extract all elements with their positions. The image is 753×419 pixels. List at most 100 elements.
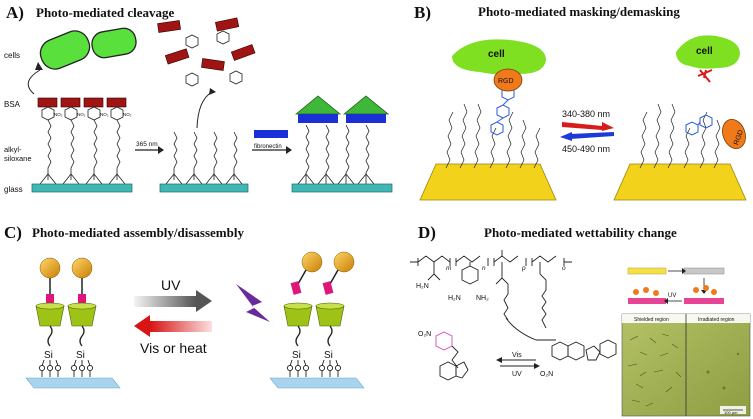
forward-arrowhead [602,122,614,131]
amine-label: NH₂ [476,295,489,302]
fibronectin-block [254,130,288,138]
panel-d-letter: D) [418,223,436,242]
vis-label: Vis or heat [140,340,207,356]
panel-b-letter: B) [414,3,431,22]
protein-layer [294,95,390,123]
amine-label: H₂N [416,283,429,290]
azobenzene-left [490,86,515,136]
cell-label: cell [696,46,713,57]
glass-slide [159,183,249,193]
rgd-label: RGD [733,129,745,146]
vis-arrowhead [134,315,150,337]
cell-label: cell [488,49,505,60]
spiropyran-form [551,339,617,361]
scale-label: 100 μm [724,410,738,415]
panel-d-title: Photo-mediated wettability change [484,225,677,240]
no2-label: NO₂ [77,112,86,117]
process-schematic [627,267,725,304]
bsa-row [37,97,127,108]
si-label: Si [292,350,301,361]
subscript-p: p [521,265,526,272]
forward-arrow [562,122,602,130]
disassembled-complexes [283,251,355,347]
azobenzene-right [685,114,713,136]
polymer-structure [410,250,572,341]
reverse-wavelength: 450-490 nm [562,144,610,154]
siloxane-anchors [38,359,94,377]
shielded-label: Shielded region [634,317,669,323]
si-label: Si [44,350,53,361]
substrate-surface [269,377,365,389]
bsa-label: BSA [4,100,21,109]
panel-c: C) Photo-mediated assembly/disassembly S… [4,223,365,389]
glass-label: glass [4,185,23,194]
panel-a-title: Photo-mediated cleavage [36,5,175,20]
alkyl-label: alkyl- [4,145,22,154]
cell-shape [452,39,546,75]
vis-arrow [150,321,212,332]
attached-chains [297,124,375,185]
no2-label: NO₂ [54,112,63,117]
released-fragments [157,17,256,87]
forward-wavelength: 340-380 nm [562,109,610,119]
reverse-arrow [570,132,614,139]
cell-shape [39,30,91,70]
siloxane-label: siloxane [4,154,32,163]
fibronectin-label: fibronectin [254,144,282,150]
detach-arrow [27,69,41,95]
cell-shape [91,27,137,59]
no2-label: NO₂ [123,112,132,117]
detach-arrowhead [35,62,43,70]
rgd-peptide [722,119,746,149]
cells-label: cells [4,51,20,60]
subscript-o: o [562,265,566,272]
panel-c-letter: C) [4,223,22,242]
amine-label: H₂N [448,295,461,302]
panel-b-title: Photo-mediated masking/demasking [478,4,680,19]
subscript-m: m [446,265,452,272]
irradiated-label: Irradiated region [698,317,735,323]
adhered-cells [627,333,682,407]
panel-c-title: Photo-mediated assembly/disassembly [32,225,244,240]
rgd-peptide [493,68,523,92]
no2-label: NO₂ [100,112,109,117]
nitro-label: O₂N [540,371,553,378]
gold-substrate [419,163,557,201]
panel-b: B) Photo-mediated masking/demasking cell… [414,3,747,201]
wavelength-label: 365 nm [136,141,158,148]
uv-arrowhead [534,363,540,369]
cell-shape [676,35,740,69]
merocyanine-form [435,331,469,381]
uv-label: UV [512,371,522,378]
sparse-cells [706,352,740,390]
alkyl-chains-left [445,103,541,169]
substrate-surface [25,377,121,389]
rgd-label: RGD [498,78,514,85]
nitrobenzyl-chains [39,106,126,185]
uv-label: UV [668,293,676,299]
glass-slide [291,183,393,193]
blocked-binding-icon [697,69,713,83]
uv-arrow [134,296,196,307]
siloxane-anchors [286,359,342,377]
uv-arrowhead [196,290,212,312]
panel-d: D) Photo-mediated wettability change m n… [410,223,751,417]
subscript-n: n [482,265,486,272]
fibronectin-arrowhead [286,146,292,154]
alkyl-chains-right [639,103,721,169]
uv-label: UV [161,277,181,293]
cleaved-chains [165,131,243,185]
gold-substrate [613,163,747,201]
vis-label: Vis [512,352,522,359]
vis-arrowhead [496,357,502,363]
lightning-bolt-icon [236,284,270,322]
panel-a-letter: A) [6,3,24,22]
assembled-complexes [35,257,97,347]
release-arrowhead [209,88,216,95]
uv-arrowhead [158,146,164,154]
release-arrow [196,91,213,129]
si-label: Si [76,350,85,361]
nitro-label: O₂N [418,331,431,338]
panel-a: A) Photo-mediated cleavage cells BSA alk… [4,3,393,194]
